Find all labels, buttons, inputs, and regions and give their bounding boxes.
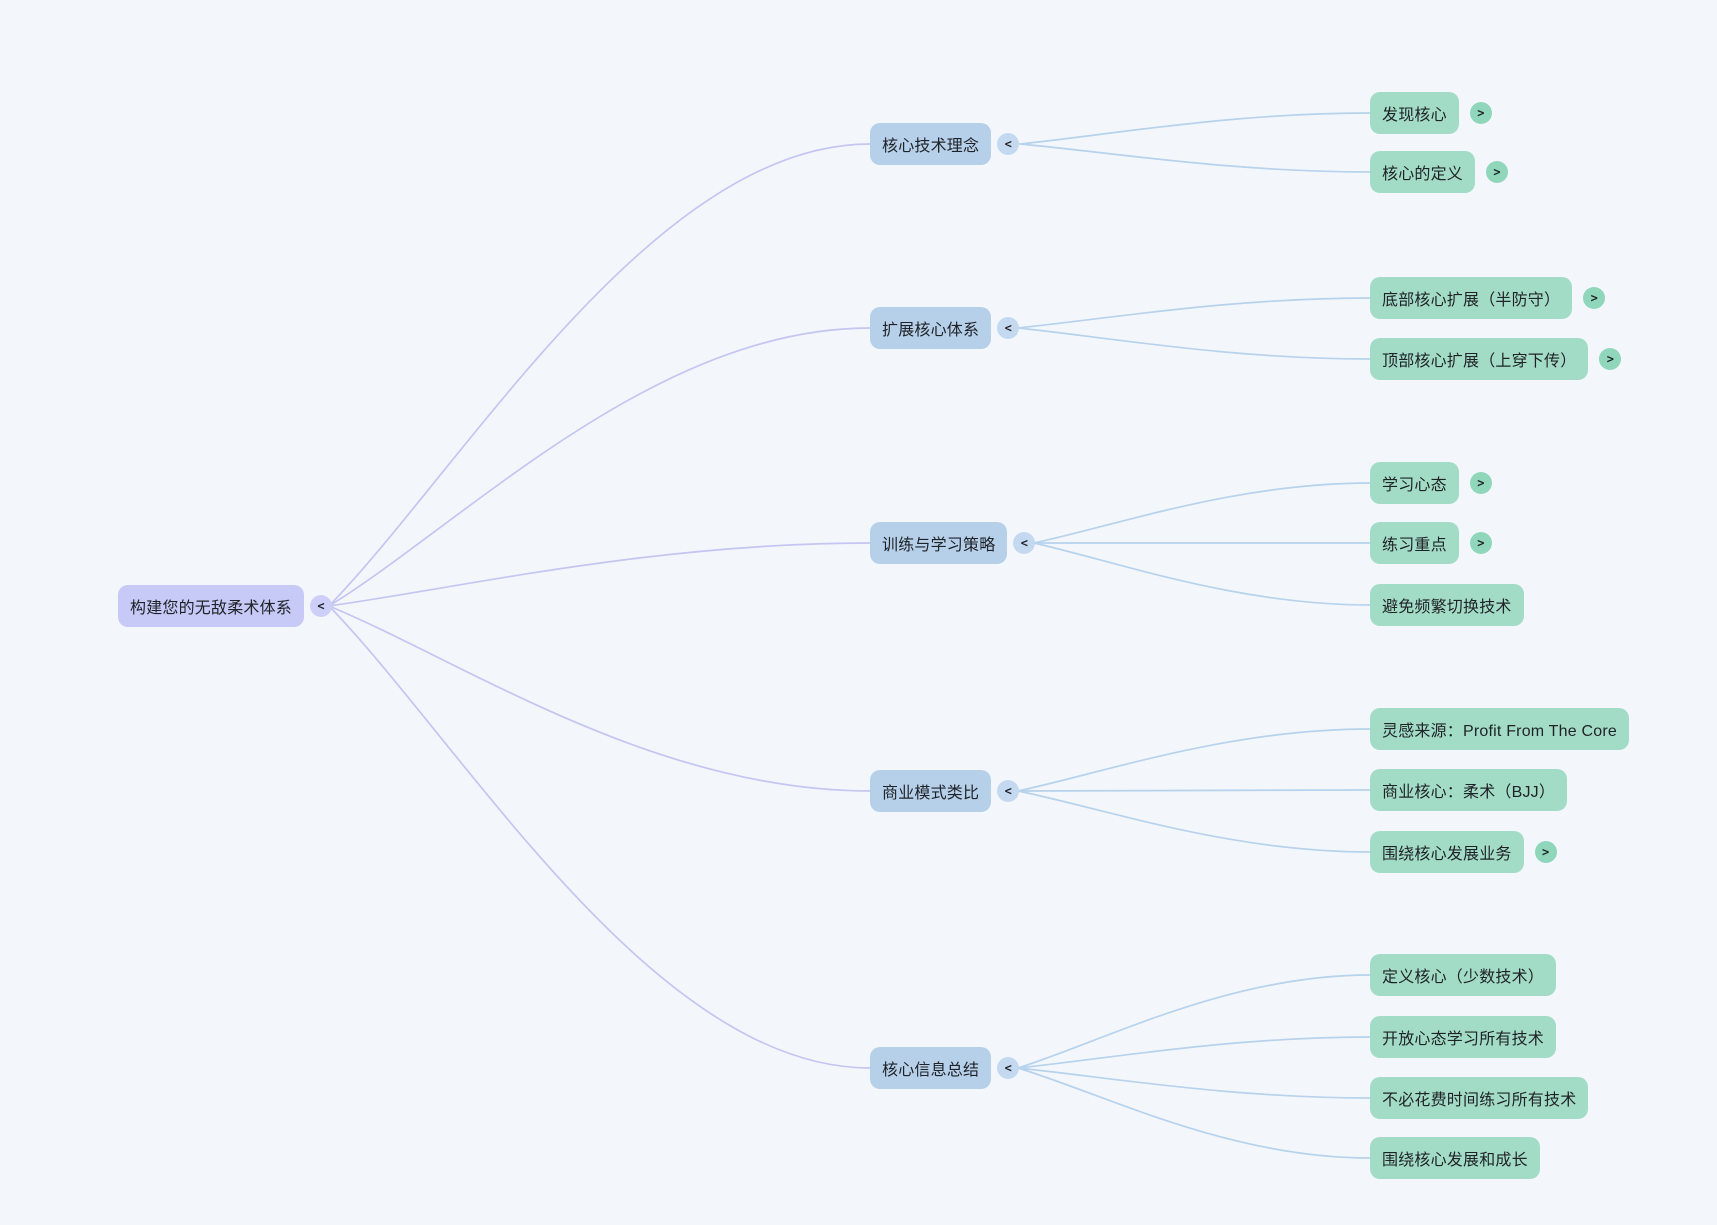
leaf-row: 发现核心 >: [1370, 92, 1492, 134]
branch-row: 核心技术理念 <: [870, 123, 1020, 165]
collapse-toggle-button[interactable]: <: [997, 1057, 1020, 1079]
leaf-node[interactable]: 不必花费时间练习所有技术: [1370, 1077, 1589, 1119]
branch-node[interactable]: 核心信息总结: [870, 1047, 992, 1089]
expand-toggle-button[interactable]: >: [1583, 287, 1606, 309]
leaf-row: 顶部核心扩展（上穿下传） >: [1370, 338, 1622, 380]
leaf-node[interactable]: 顶部核心扩展（上穿下传）: [1370, 338, 1589, 380]
leaf-node[interactable]: 练习重点: [1370, 522, 1459, 564]
collapse-toggle-button[interactable]: <: [310, 595, 333, 617]
leaf-row: 不必花费时间练习所有技术: [1370, 1077, 1589, 1119]
leaf-row: 避免频繁切换技术: [1370, 584, 1524, 626]
leaf-row: 开放心态学习所有技术: [1370, 1016, 1557, 1058]
leaf-row: 底部核心扩展（半防守） >: [1370, 277, 1606, 319]
expand-toggle-button[interactable]: >: [1469, 472, 1492, 494]
leaf-row: 商业核心：柔术（BJJ）: [1370, 769, 1568, 811]
leaf-row: 灵感来源：Profit From The Core: [1370, 708, 1629, 750]
leaf-node[interactable]: 围绕核心发展业务: [1370, 831, 1524, 873]
leaf-node[interactable]: 发现核心: [1370, 92, 1459, 134]
branch-row: 核心信息总结 <: [870, 1047, 1020, 1089]
leaf-node[interactable]: 定义核心（少数技术）: [1370, 954, 1557, 996]
leaf-row: 练习重点 >: [1370, 522, 1492, 564]
root-row: 构建您的无敌柔术体系 <: [118, 585, 333, 627]
expand-toggle-button[interactable]: >: [1486, 161, 1509, 183]
branch-node[interactable]: 商业模式类比: [870, 770, 992, 812]
expand-toggle-button[interactable]: >: [1599, 348, 1622, 370]
leaf-node[interactable]: 开放心态学习所有技术: [1370, 1016, 1557, 1058]
expand-toggle-button[interactable]: >: [1534, 841, 1557, 863]
branch-row: 商业模式类比 <: [870, 770, 1020, 812]
leaf-node[interactable]: 商业核心：柔术（BJJ）: [1370, 769, 1568, 811]
branch-node[interactable]: 训练与学习策略: [870, 522, 1008, 564]
leaf-node[interactable]: 避免频繁切换技术: [1370, 584, 1524, 626]
leaf-node[interactable]: 核心的定义: [1370, 151, 1476, 193]
branch-node[interactable]: 核心技术理念: [870, 123, 992, 165]
collapse-toggle-button[interactable]: <: [997, 780, 1020, 802]
leaf-node[interactable]: 围绕核心发展和成长: [1370, 1137, 1540, 1179]
root-node[interactable]: 构建您的无敌柔术体系: [118, 585, 305, 627]
branch-node[interactable]: 扩展核心体系: [870, 307, 992, 349]
branch-row: 扩展核心体系 <: [870, 307, 1020, 349]
leaf-row: 核心的定义 >: [1370, 151, 1509, 193]
collapse-toggle-button[interactable]: <: [1013, 532, 1036, 554]
leaf-row: 学习心态 >: [1370, 462, 1492, 504]
leaf-node[interactable]: 底部核心扩展（半防守）: [1370, 277, 1573, 319]
expand-toggle-button[interactable]: >: [1469, 102, 1492, 124]
leaf-node[interactable]: 灵感来源：Profit From The Core: [1370, 708, 1629, 750]
collapse-toggle-button[interactable]: <: [997, 133, 1020, 155]
leaf-row: 定义核心（少数技术）: [1370, 954, 1557, 996]
leaf-row: 围绕核心发展业务 >: [1370, 831, 1557, 873]
expand-toggle-button[interactable]: >: [1469, 532, 1492, 554]
collapse-toggle-button[interactable]: <: [997, 317, 1020, 339]
branch-row: 训练与学习策略 <: [870, 522, 1036, 564]
leaf-node[interactable]: 学习心态: [1370, 462, 1459, 504]
leaf-row: 围绕核心发展和成长: [1370, 1137, 1540, 1179]
